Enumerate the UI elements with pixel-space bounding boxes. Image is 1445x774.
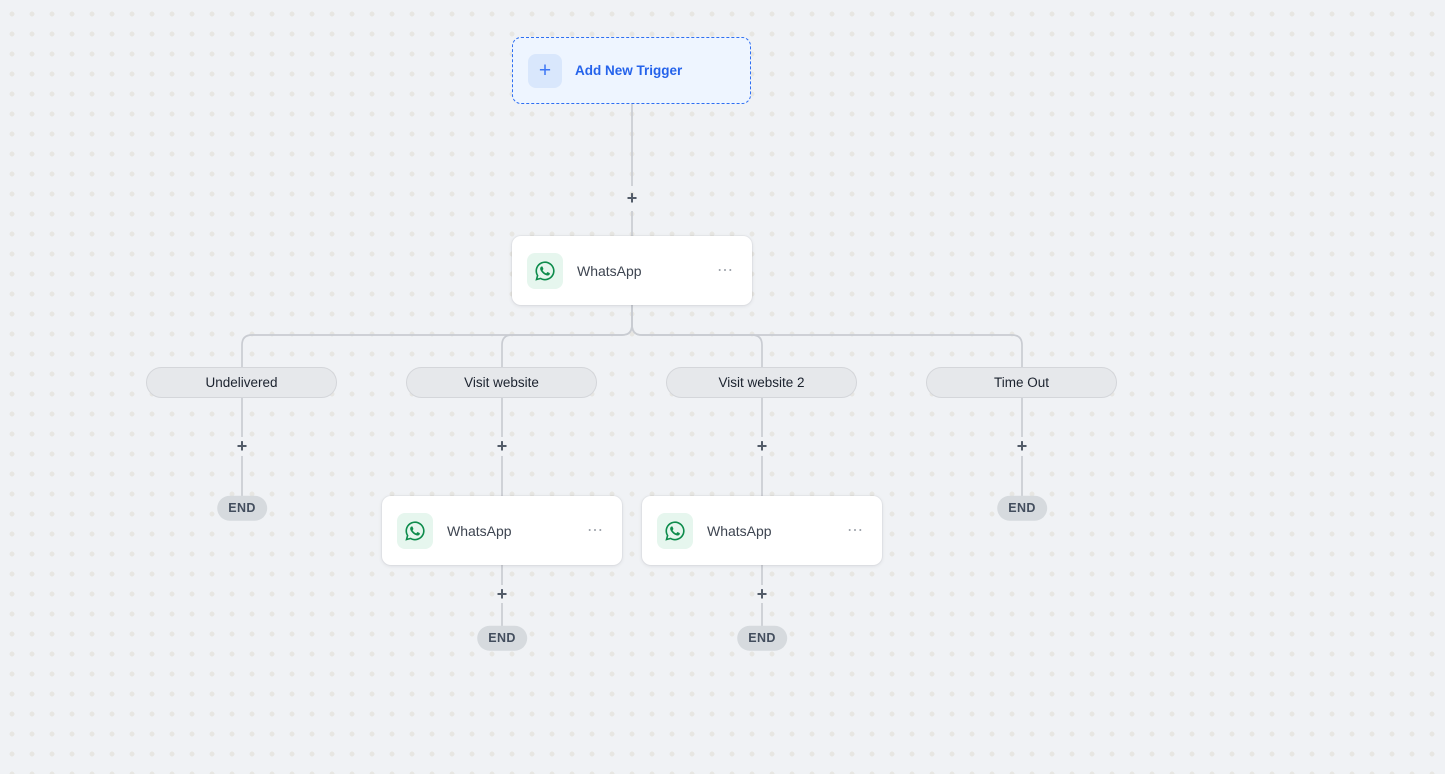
branch-label-time-out[interactable]: Time Out	[926, 367, 1117, 398]
end-node: END	[737, 625, 787, 651]
branch-label-visit-website[interactable]: Visit website	[406, 367, 597, 398]
whatsapp-node-root[interactable]: WhatsApp ⋯	[512, 236, 752, 305]
end-node: END	[997, 495, 1047, 521]
add-new-trigger-button[interactable]: + Add New Trigger	[512, 37, 751, 104]
add-new-trigger-label: Add New Trigger	[575, 63, 683, 78]
whatsapp-icon	[527, 252, 563, 289]
branch-label-undelivered[interactable]: Undelivered	[146, 367, 337, 398]
add-step-button[interactable]: +	[496, 436, 508, 456]
node-label: WhatsApp	[447, 522, 512, 539]
whatsapp-icon	[397, 512, 433, 549]
branch-label-visit-website-2[interactable]: Visit website 2	[666, 367, 857, 398]
whatsapp-node-visit-website[interactable]: WhatsApp ⋯	[382, 496, 622, 565]
node-label: WhatsApp	[707, 522, 772, 539]
plus-icon: +	[528, 53, 562, 88]
node-label: WhatsApp	[577, 262, 642, 279]
add-step-button[interactable]: +	[1016, 436, 1028, 456]
end-node: END	[217, 495, 267, 521]
end-node: END	[477, 625, 527, 651]
add-step-button[interactable]: +	[236, 436, 248, 456]
node-menu-icon[interactable]: ⋯	[847, 521, 863, 539]
node-menu-icon[interactable]: ⋯	[587, 521, 603, 539]
add-step-button[interactable]: +	[756, 436, 768, 456]
whatsapp-icon	[657, 512, 693, 549]
whatsapp-node-visit-website-2[interactable]: WhatsApp ⋯	[642, 496, 882, 565]
add-step-button[interactable]: +	[496, 584, 508, 604]
add-step-button[interactable]: +	[626, 188, 638, 208]
node-menu-icon[interactable]: ⋯	[717, 261, 733, 279]
add-step-button[interactable]: +	[756, 584, 768, 604]
